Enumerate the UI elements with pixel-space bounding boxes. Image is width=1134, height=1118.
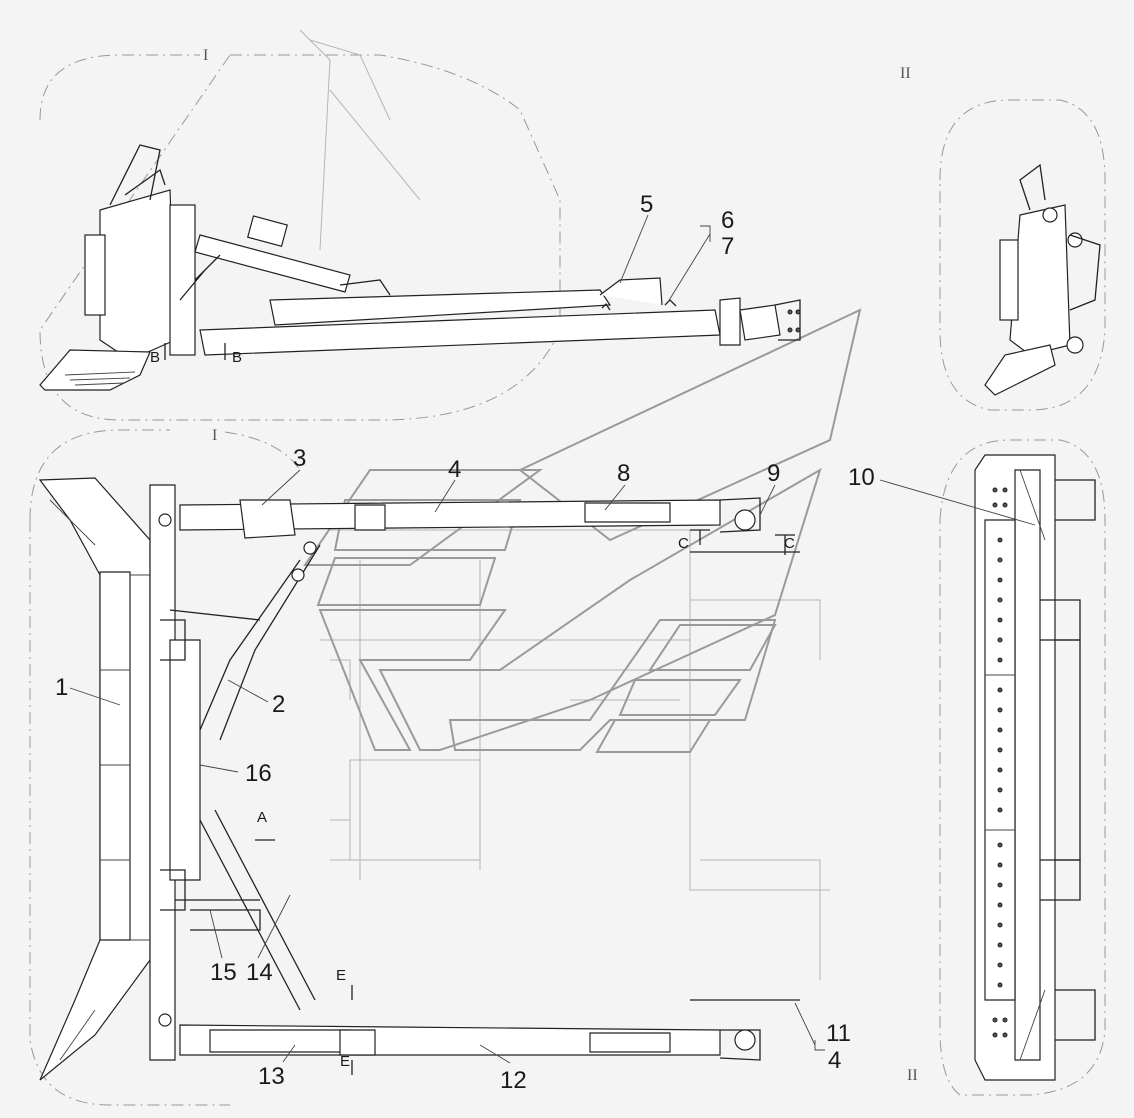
callout-10: 10	[848, 464, 875, 491]
view-mark-one-top: I	[203, 47, 208, 64]
plan-view-blade	[38, 477, 201, 1081]
view-mark-two-top: II	[900, 65, 911, 82]
side-view-small	[984, 163, 1101, 396]
front-view-holes	[992, 487, 1008, 1038]
callout-3: 3	[293, 445, 306, 472]
view-mark-two-bottom: II	[907, 1067, 918, 1084]
callout-8: 8	[617, 460, 630, 487]
section-b-left: B	[150, 349, 160, 366]
leader-lines	[69, 214, 1036, 1064]
callout-16: 16	[245, 760, 272, 787]
callout-13: 13	[258, 1063, 285, 1090]
callout-4-bottom: 4	[828, 1047, 841, 1074]
section-e-top: E	[336, 967, 346, 984]
callout-1: 1	[55, 674, 68, 701]
callout-2: 2	[272, 691, 285, 718]
callout-9: 9	[767, 460, 780, 487]
callout-7: 7	[721, 233, 734, 260]
front-view-blade	[974, 454, 1096, 1081]
plan-view-frame	[158, 497, 800, 1061]
callout-14: 14	[246, 959, 273, 986]
callout-6: 6	[721, 207, 734, 234]
side-view-frame	[179, 215, 801, 356]
callout-11: 11	[826, 1020, 851, 1047]
watermark-logo	[303, 308, 862, 753]
side-view-blade	[39, 144, 196, 391]
section-markers	[164, 343, 795, 1075]
view-outlines	[29, 54, 1106, 1106]
callout-5: 5	[640, 191, 653, 218]
section-c-right: C	[784, 535, 795, 552]
section-c-left: C	[678, 535, 689, 552]
section-e-bottom: E	[340, 1053, 350, 1070]
section-b-right: B	[232, 349, 242, 366]
callout-4-top: 4	[448, 456, 461, 483]
tractor-ghost	[299, 29, 830, 980]
callout-15: 15	[210, 959, 237, 986]
view-mark-one-plan: I	[212, 427, 217, 444]
section-a: A	[257, 809, 267, 826]
callout-12: 12	[500, 1067, 527, 1094]
